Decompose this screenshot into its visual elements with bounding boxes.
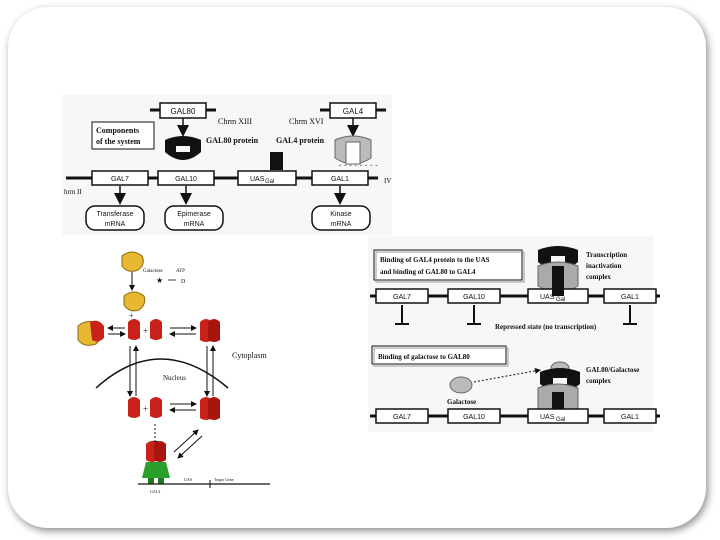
adp-label: D xyxy=(181,279,186,285)
gal80-nuc-b xyxy=(150,397,162,418)
binding-box-2 xyxy=(371,345,507,365)
plus-sign-3: + xyxy=(143,404,148,414)
target-gene-label: Target Gene xyxy=(214,477,234,482)
chrom16-label: Chrm XVI xyxy=(289,117,324,126)
kinase-mrna-box xyxy=(311,205,371,231)
r1-uas-label: UAS xyxy=(540,294,555,301)
binding-box-2-label: Binding of galactose to GAL80 xyxy=(378,353,470,361)
complex1-line3: complex xyxy=(586,273,611,281)
binding-box-1-line1: Binding of GAL4 protein to the UAS xyxy=(380,256,490,264)
components-line1: Components xyxy=(96,126,139,135)
galactose-molecule xyxy=(449,376,473,394)
epimerase-mrna-label: mRNA xyxy=(184,221,205,228)
nuclear-membrane xyxy=(95,358,229,389)
r2-gal7-label: GAL7 xyxy=(393,414,411,421)
kinase-label: Kinase xyxy=(330,211,352,218)
r1-uas-sub: Gal xyxy=(556,297,565,303)
galactose-small-label: Galactose xyxy=(143,269,163,274)
top-uas-sub: Gal xyxy=(265,179,274,185)
r1-gal10-label: GAL10 xyxy=(463,294,485,301)
uas-block xyxy=(270,152,283,170)
atp-label: ATP xyxy=(176,269,185,274)
chrom13-label: Chrm XIII xyxy=(218,117,252,126)
components-line2: of the system xyxy=(96,137,141,146)
gal80-protein-shape xyxy=(165,136,201,160)
binding-box-1 xyxy=(373,249,523,281)
r2-gal10-label: GAL10 xyxy=(463,414,485,421)
r2-gal1-label: GAL1 xyxy=(621,414,639,421)
iv-label: IV xyxy=(384,177,391,185)
gal4-gene-label: GAL4 xyxy=(343,107,364,116)
dna-dots: ⌄⌄⌄⌄⌄⌄⌄⌄ xyxy=(338,163,380,168)
epimerase-mrna-box xyxy=(164,205,224,231)
gal3-blob-2 xyxy=(123,291,146,312)
r1-gal7-label: GAL7 xyxy=(393,294,411,301)
gal80-protein-label: GAL80 protein xyxy=(206,136,259,145)
top-gal10-label: GAL10 xyxy=(175,176,197,183)
top-gal7-label: GAL7 xyxy=(111,176,129,183)
transferase-mrna-label: mRNA xyxy=(105,221,126,228)
complex2-line2: complex xyxy=(586,377,611,385)
top-uas-label: UAS xyxy=(250,176,265,183)
r1-gal1-label: GAL1 xyxy=(621,294,639,301)
gal4-green-shape xyxy=(142,462,170,478)
nucleus-label: Nucleus xyxy=(163,374,186,382)
top-panel: GAL80 Chrm XIII GAL4 Chrm XVI Components… xyxy=(62,95,392,235)
gal80-gene-label: GAL80 xyxy=(171,107,196,116)
top-gal1-label: GAL1 xyxy=(331,176,349,183)
galactose-label: Galactose xyxy=(447,398,476,406)
complex2-line1: GAL80/Galactose xyxy=(586,366,639,374)
complex1-line2: inactivation xyxy=(586,262,621,270)
gal4-protein-label: GAL4 protein xyxy=(276,136,325,145)
right-panel: Binding of GAL4 protein to the UAS and b… xyxy=(368,236,660,432)
gal3-blob-top xyxy=(121,251,144,272)
gal80-dimer-top xyxy=(208,319,220,342)
chrom2-label: hrm II xyxy=(64,188,82,196)
gal-small-label: GAL4 xyxy=(150,489,160,494)
complex1-line1: Transcription xyxy=(586,251,627,259)
left-panel: Galactose ATP ★ D + + Cytoplasm Nucleus … xyxy=(77,251,270,494)
gal80-red-left xyxy=(90,320,104,342)
gal80-nuc-a xyxy=(128,397,140,418)
uas-small-label: UAS xyxy=(184,477,192,482)
kinase-mrna-label: mRNA xyxy=(331,221,352,228)
repressed-state-label: Repressed state (no transcription) xyxy=(495,323,597,331)
components-box xyxy=(91,121,155,150)
gal80-dimer-nuc xyxy=(208,397,220,420)
r2-uas-sub: Gal xyxy=(556,417,565,423)
plus-sign-2: + xyxy=(143,326,148,336)
gal80-red-a xyxy=(128,319,140,340)
epimerase-label: Epimerase xyxy=(177,211,211,218)
cytoplasm-label: Cytoplasm xyxy=(232,351,267,360)
transferase-mrna-box xyxy=(85,205,145,231)
plus-sign-1: + xyxy=(129,311,134,320)
star-icon: ★ xyxy=(156,276,163,285)
repression-marks xyxy=(395,305,637,325)
gal80-red-b xyxy=(150,319,162,340)
r2-uas-label: UAS xyxy=(540,414,555,421)
gal80-on-gal4 xyxy=(154,441,166,462)
transferase-label: Transferase xyxy=(96,211,133,218)
binding-box-1-line2: and binding of GAL80 to GAL4 xyxy=(380,268,476,276)
